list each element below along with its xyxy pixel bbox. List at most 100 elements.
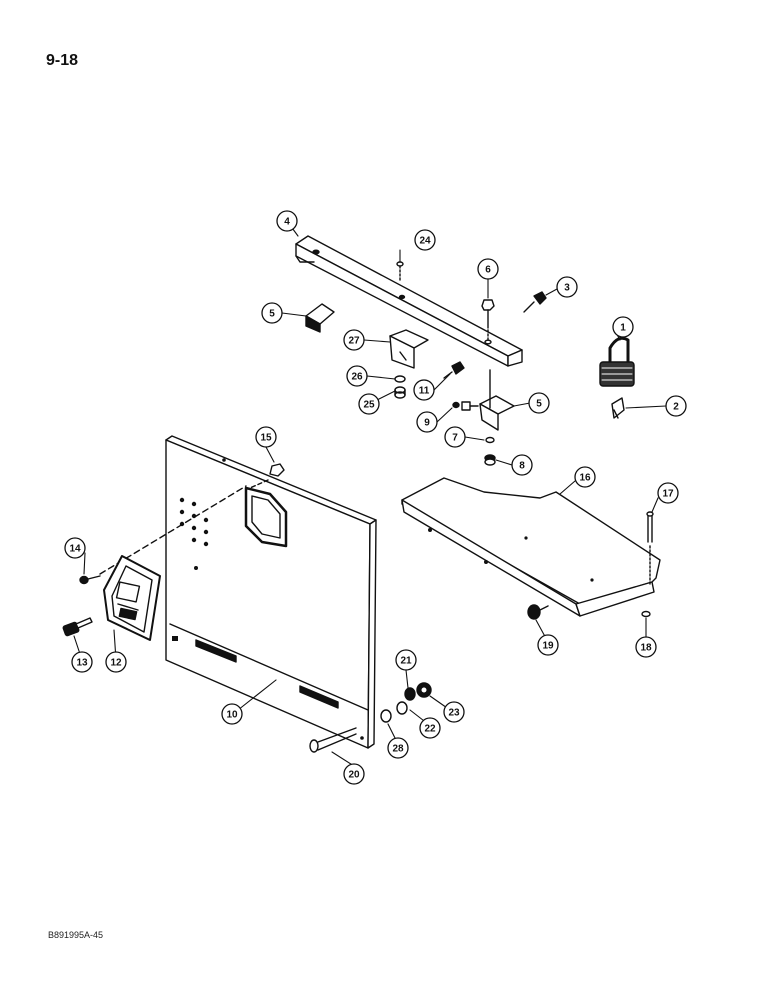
callout-circle bbox=[221, 703, 243, 725]
bracket-left-drawing bbox=[305, 303, 335, 333]
bolt-6-drawing bbox=[481, 299, 495, 343]
bracket-right-drawing bbox=[479, 369, 515, 431]
callout-28-washer: 28 bbox=[387, 737, 409, 759]
bracket-27-drawing bbox=[389, 329, 429, 369]
key-13-drawing bbox=[62, 617, 93, 637]
callout-17-pin: 17 bbox=[657, 482, 679, 504]
screw-14-drawing bbox=[79, 575, 101, 585]
callout-2-key: 2 bbox=[665, 395, 687, 417]
key-2-drawing bbox=[611, 397, 625, 419]
callout-10-door-panel: 10 bbox=[221, 703, 243, 725]
callout-number: 13 bbox=[76, 658, 88, 669]
washer-22-drawing bbox=[396, 701, 408, 715]
callouts: 1234556789101112131415161718192021222324… bbox=[64, 210, 687, 785]
callout-number: 6 bbox=[485, 265, 491, 276]
latch-drawing bbox=[103, 555, 161, 641]
page-number: 9-18 bbox=[46, 52, 79, 69]
callout-6-bolt: 6 bbox=[477, 258, 499, 280]
washer-28-drawing bbox=[380, 709, 392, 723]
callout-27-bracket: 27 bbox=[343, 329, 365, 351]
callout-circle bbox=[395, 649, 417, 671]
callout-11-screw: 11 bbox=[413, 379, 435, 401]
callout-25-nut: 25 bbox=[358, 393, 380, 415]
callout-18-washer: 18 bbox=[635, 636, 657, 658]
nut-8-drawing bbox=[484, 454, 496, 466]
callout-number: 18 bbox=[640, 643, 652, 654]
alignment-line bbox=[99, 485, 247, 575]
callout-circle bbox=[511, 454, 533, 476]
callout-number: 4 bbox=[284, 217, 290, 228]
callout-number: 7 bbox=[452, 433, 458, 444]
callout-circle bbox=[528, 392, 550, 414]
callout-circle bbox=[346, 365, 368, 387]
bolt-24-drawing bbox=[396, 261, 404, 283]
callout-24-bolt: 24 bbox=[414, 229, 436, 251]
callout-9-bolt: 9 bbox=[416, 411, 438, 433]
bracket-bar-drawing bbox=[295, 235, 523, 367]
callout-number: 14 bbox=[69, 544, 81, 555]
washer-21-drawing bbox=[404, 687, 416, 701]
callout-1-padlock: 1 bbox=[612, 316, 634, 338]
callout-circle bbox=[665, 395, 687, 417]
callout-23-nut: 23 bbox=[443, 701, 465, 723]
callout-circle bbox=[477, 258, 499, 280]
callout-number: 5 bbox=[536, 399, 542, 410]
callout-circle bbox=[556, 276, 578, 298]
callout-13-key: 13 bbox=[71, 651, 93, 673]
callout-22-washer: 22 bbox=[419, 717, 441, 739]
callout-circle bbox=[657, 482, 679, 504]
callout-number: 22 bbox=[424, 724, 436, 735]
callout-circle bbox=[358, 393, 380, 415]
callout-number: 8 bbox=[519, 461, 525, 472]
callout-number: 23 bbox=[448, 708, 460, 719]
callout-number: 12 bbox=[110, 658, 122, 669]
callout-number: 1 bbox=[620, 323, 626, 334]
callout-number: 5 bbox=[269, 309, 275, 320]
callout-circle bbox=[416, 411, 438, 433]
callout-20-bolt: 20 bbox=[343, 763, 365, 785]
callout-circle bbox=[443, 701, 465, 723]
nut-25-drawing bbox=[394, 386, 406, 399]
callout-circle bbox=[261, 302, 283, 324]
callout-number: 24 bbox=[419, 236, 431, 247]
callout-16-plate: 16 bbox=[574, 466, 596, 488]
callout-circle bbox=[419, 717, 441, 739]
callout-number: 19 bbox=[542, 641, 554, 652]
callout-number: 11 bbox=[419, 386, 430, 397]
callout-12-latch: 12 bbox=[105, 651, 127, 673]
pin-17-drawing bbox=[646, 511, 654, 587]
callout-number: 2 bbox=[673, 402, 679, 413]
callout-number: 26 bbox=[351, 372, 363, 383]
plate-drawing bbox=[401, 477, 661, 617]
washer-7-drawing bbox=[485, 436, 495, 444]
callout-number: 28 bbox=[392, 744, 404, 755]
callout-8-nut: 8 bbox=[511, 454, 533, 476]
washer-26-drawing bbox=[394, 375, 406, 383]
callout-circle bbox=[343, 763, 365, 785]
nut-23-drawing bbox=[416, 682, 432, 698]
callout-circle bbox=[574, 466, 596, 488]
padlock-drawing bbox=[599, 336, 635, 387]
callout-5-bracket: 5 bbox=[528, 392, 550, 414]
callout-circle bbox=[64, 537, 86, 559]
callout-19-knob: 19 bbox=[537, 634, 559, 656]
callout-circle bbox=[387, 737, 409, 759]
callout-number: 3 bbox=[564, 283, 570, 294]
nut-15-drawing bbox=[249, 463, 285, 489]
callout-number: 27 bbox=[348, 336, 360, 347]
drawing-code: B891995A-45 bbox=[48, 930, 104, 940]
door-panel-drawing bbox=[165, 435, 377, 749]
callout-7-washer: 7 bbox=[444, 426, 466, 448]
callout-3-screw: 3 bbox=[556, 276, 578, 298]
callout-circle bbox=[612, 316, 634, 338]
callout-circle bbox=[276, 210, 298, 232]
callout-circle bbox=[105, 651, 127, 673]
callout-circle bbox=[537, 634, 559, 656]
callout-14-screw: 14 bbox=[64, 537, 86, 559]
callout-circle bbox=[444, 426, 466, 448]
screw-3-drawing bbox=[523, 291, 547, 313]
callout-circle bbox=[635, 636, 657, 658]
callout-4-bracket-bar: 4 bbox=[276, 210, 298, 232]
callout-number: 9 bbox=[424, 418, 430, 429]
